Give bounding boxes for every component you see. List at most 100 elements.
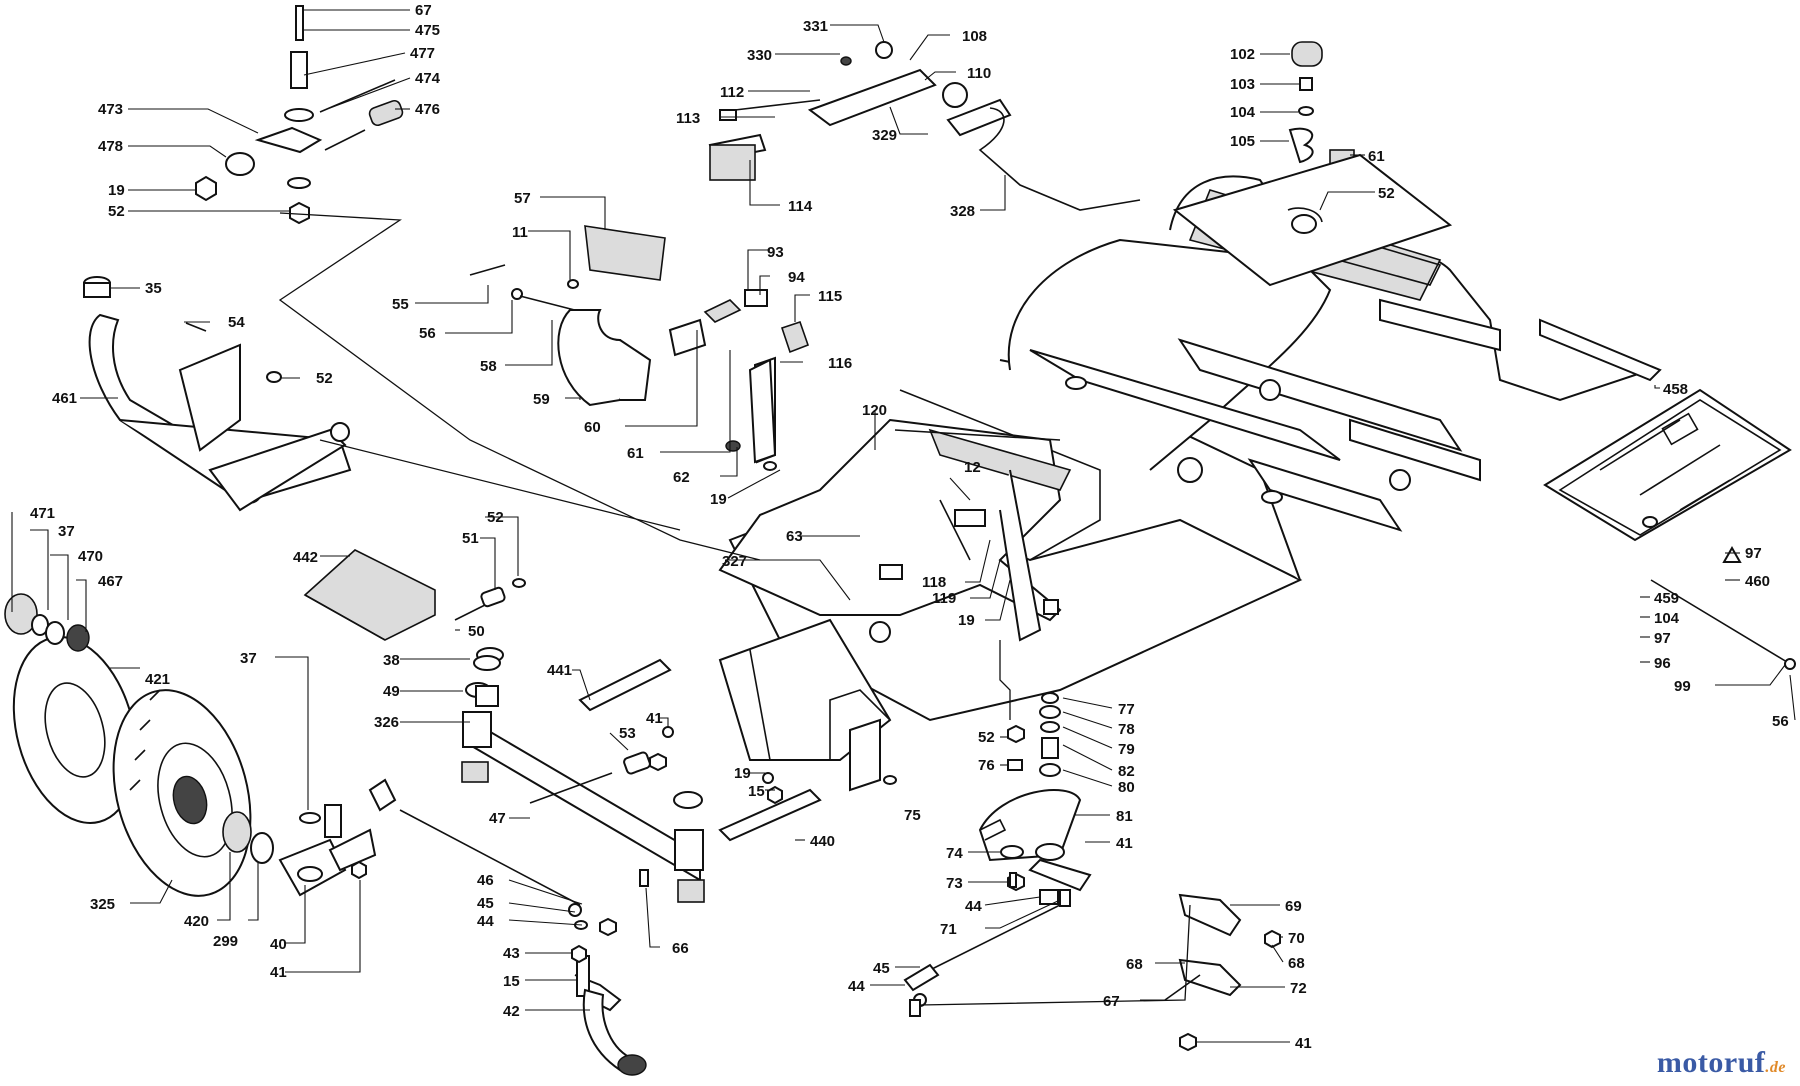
bracket-assembly	[1164, 893, 1281, 1052]
callout-325: 325	[90, 896, 115, 913]
callout-76: 76	[978, 757, 995, 774]
callout-478: 478	[98, 138, 123, 155]
callout-97: 97	[1745, 545, 1762, 562]
callout-35: 35	[145, 280, 162, 297]
callout-41: 41	[1295, 1035, 1312, 1052]
callout-56: 56	[1772, 713, 1789, 730]
callout-459: 459	[1654, 590, 1679, 607]
callout-55: 55	[392, 296, 409, 313]
callout-331: 331	[803, 18, 828, 35]
callout-52: 52	[1378, 185, 1395, 202]
callout-72: 72	[1290, 980, 1307, 997]
callout-45: 45	[477, 895, 494, 912]
callout-19: 19	[734, 765, 751, 782]
callout-44: 44	[848, 978, 865, 995]
callout-73: 73	[946, 875, 963, 892]
callout-104: 104	[1654, 610, 1680, 627]
callout-41: 41	[646, 710, 663, 727]
seat-support-frame	[83, 276, 352, 512]
callout-299: 299	[213, 933, 238, 950]
callout-94: 94	[788, 269, 805, 286]
callout-54: 54	[228, 314, 245, 331]
drag-link	[399, 809, 649, 1076]
callout-99: 99	[1674, 678, 1691, 695]
hand-lever-assembly	[708, 41, 1141, 211]
callout-97: 97	[1654, 630, 1671, 647]
callout-15: 15	[503, 973, 520, 990]
front-wheel	[4, 593, 274, 897]
callout-61: 61	[1368, 148, 1385, 165]
fender-cover	[718, 418, 1072, 643]
callout-328: 328	[950, 203, 975, 220]
steering-sector	[978, 599, 1092, 892]
callout-52: 52	[316, 370, 333, 387]
callout-60: 60	[584, 419, 601, 436]
plate-116	[748, 358, 777, 464]
callout-56: 56	[419, 325, 436, 342]
callout-52: 52	[978, 729, 995, 746]
callout-38: 38	[383, 652, 400, 669]
leader-lines	[11, 9, 1796, 1043]
callout-475: 475	[415, 22, 440, 39]
callout-58: 58	[480, 358, 497, 375]
callout-19: 19	[710, 491, 727, 508]
callout-70: 70	[1288, 930, 1305, 947]
mount-bracket	[303, 549, 526, 707]
callout-477: 477	[410, 45, 435, 62]
callout-460: 460	[1745, 573, 1770, 590]
callout-52: 52	[487, 509, 504, 526]
callout-474: 474	[415, 70, 441, 87]
watermark-suffix: .de	[1765, 1059, 1786, 1076]
callout-330: 330	[747, 47, 772, 64]
callout-67: 67	[415, 2, 432, 19]
callout-47: 47	[489, 810, 506, 827]
callout-52: 52	[108, 203, 125, 220]
callout-442: 442	[293, 549, 318, 566]
tank-area	[1172, 41, 1453, 287]
callout-49: 49	[383, 683, 400, 700]
callout-15: 15	[748, 783, 765, 800]
callout-467: 467	[98, 573, 123, 590]
callout-108: 108	[962, 28, 987, 45]
callout-79: 79	[1118, 741, 1135, 758]
callout-59: 59	[533, 391, 550, 408]
rear-brackets	[578, 658, 822, 842]
callout-44: 44	[477, 913, 494, 930]
callout-102: 102	[1230, 46, 1255, 63]
callout-42: 42	[503, 1003, 520, 1020]
watermark-logo: motoruf.de	[1657, 1046, 1786, 1080]
callout-103: 103	[1230, 76, 1255, 93]
callout-41: 41	[270, 964, 287, 981]
callout-40: 40	[270, 936, 287, 953]
spindle-assembly	[278, 778, 397, 897]
callout-470: 470	[78, 548, 103, 565]
callout-68: 68	[1126, 956, 1143, 973]
callout-77: 77	[1118, 701, 1135, 718]
callout-326: 326	[374, 714, 399, 731]
callout-441: 441	[547, 662, 572, 679]
callout-110: 110	[967, 65, 991, 82]
callout-329: 329	[872, 127, 897, 144]
callout-68: 68	[1288, 955, 1305, 972]
callout-118: 118	[922, 574, 946, 591]
callout-93: 93	[767, 244, 784, 261]
callout-12: 12	[964, 459, 981, 476]
front-axle-bracket	[718, 618, 897, 792]
callout-105: 105	[1230, 133, 1255, 150]
callout-53: 53	[619, 725, 636, 742]
callout-67: 67	[1103, 993, 1120, 1010]
callout-473: 473	[98, 101, 123, 118]
callout-114: 114	[788, 198, 813, 215]
callout-440: 440	[810, 833, 835, 850]
callout-119: 119	[932, 590, 956, 607]
callout-46: 46	[477, 872, 494, 889]
callout-labels: 67 475 477 474 473 476 478 19 52 35 54 5…	[30, 2, 1789, 1052]
callout-51: 51	[462, 530, 479, 547]
callout-80: 80	[1118, 779, 1135, 796]
seat-lever-assembly	[195, 5, 404, 225]
callout-50: 50	[468, 623, 485, 640]
callout-19: 19	[958, 612, 975, 629]
callout-41: 41	[1116, 835, 1133, 852]
callout-11: 11	[512, 224, 528, 241]
